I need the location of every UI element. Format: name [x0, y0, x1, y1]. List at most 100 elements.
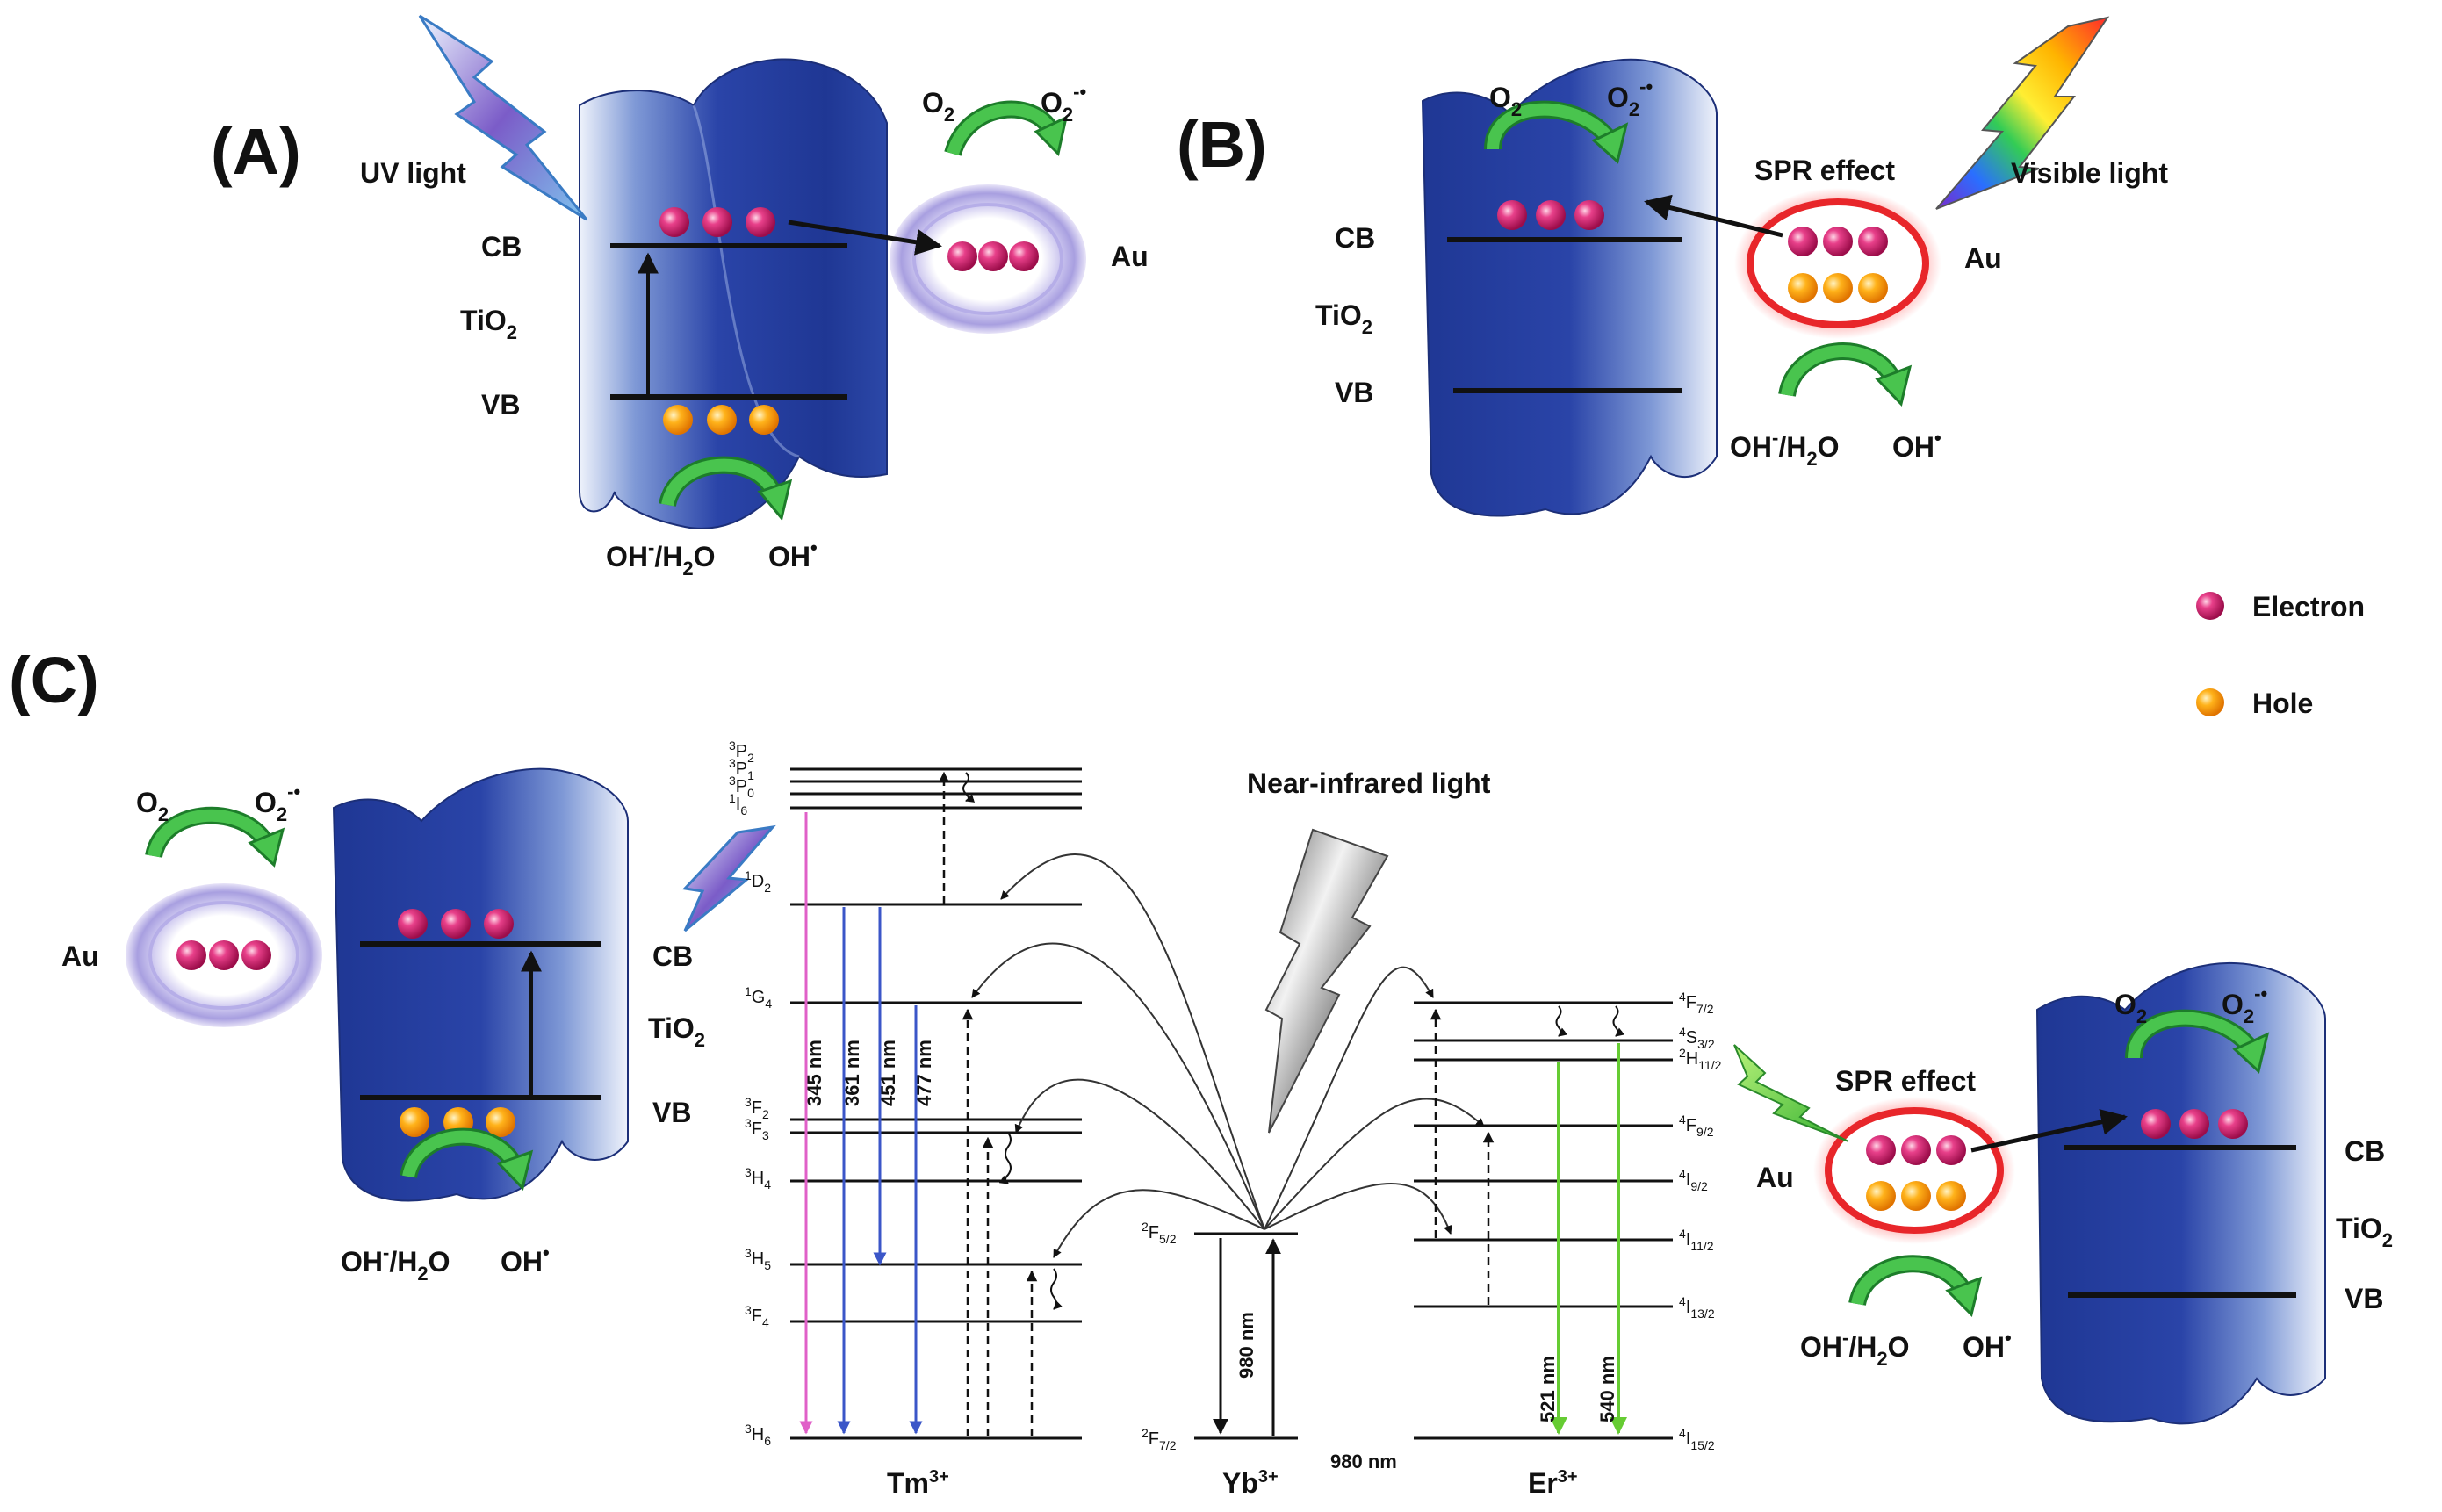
uv-light-label: UV light [360, 157, 466, 189]
er-levels [1414, 1001, 1673, 1440]
er-excitation-dashed-arrows [1430, 1008, 1495, 1305]
cb-label-c-left: CB [652, 940, 693, 972]
panel-label-c: (C) [9, 644, 99, 716]
superoxide-label-a: O2-• [1041, 81, 1086, 126]
panel-c: (C) CB TiO2 VB Au [9, 644, 2393, 1499]
tm-ion-label: Tm3+ [887, 1467, 949, 1499]
er-level-4i132: 4I13/2 [1679, 1294, 1715, 1321]
o2-label-c-right: O2 [2114, 989, 2147, 1027]
tio2-band-tube-c-right [2035, 962, 2326, 1425]
tm-level-1d2: 1D2 [745, 868, 771, 895]
superoxide-label-b: O2-• [1607, 76, 1653, 120]
yb-ion-label: Yb3+ [1222, 1467, 1279, 1499]
tio2-label-a: TiO2 [460, 305, 517, 343]
oh-radical-label-c-right: OH• [1963, 1327, 2012, 1363]
tm-level-3h6: 3H6 [745, 1422, 771, 1448]
tio2-label-c-right: TiO2 [2336, 1213, 2393, 1251]
energy-transfer-curves [971, 853, 1485, 1258]
au-nanoparticle-b [1734, 188, 1941, 339]
electron-transfer-arrow-b [1644, 194, 1783, 238]
tm-emission-361nm-label: 361 nm [841, 1040, 863, 1106]
au-nanoparticle-c-left [126, 883, 322, 1027]
energy-level-diagram: 3P2 3P1 3P0 1I6 1D2 1G4 3F2 3F3 3H4 3H5 … [729, 738, 1722, 1499]
o2-label-c-left: O2 [136, 787, 169, 825]
au-nanoparticle-a [890, 184, 1086, 334]
panel-a: (A) CB TiO2 VB UV light A [211, 14, 1149, 580]
tm-level-1i6: 1I6 [729, 791, 747, 817]
tio2-band-tube-a [579, 58, 888, 529]
spr-effect-label-b: SPR effect [1754, 155, 1895, 186]
superoxide-label-c-left: O2-• [255, 781, 300, 825]
spr-effect-label-c-right: SPR effect [1835, 1065, 1976, 1097]
au-label-c-left: Au [61, 940, 99, 972]
au-label-a: Au [1111, 241, 1149, 272]
er-nonradiative-relaxation [1555, 1005, 1625, 1037]
er-level-4f92: 4F9/2 [1679, 1112, 1714, 1139]
vb-label-c-right: VB [2345, 1283, 2383, 1314]
tm-emission-451nm-label: 451 nm [877, 1040, 899, 1106]
electrons-cb-b [1497, 200, 1604, 230]
uv-light-bolt [418, 14, 588, 221]
small-uv-bolt-c [681, 824, 776, 932]
yb-level-2f72-label: 2F7/2 [1142, 1426, 1177, 1452]
electron-transfer-arrow-a [788, 220, 942, 256]
tm-level-3h4: 3H4 [745, 1165, 771, 1192]
tio2-label-c-left: TiO2 [648, 1012, 705, 1051]
tio2-band-tube-c-left [332, 767, 629, 1202]
tm-levels [790, 767, 1082, 1440]
tm-level-3f2: 3F2 [745, 1095, 769, 1121]
electrons-cb-c-right [2141, 1109, 2248, 1139]
tm-level-3p1: 3P1 [729, 756, 754, 782]
holes-vb-c-left [400, 1107, 515, 1137]
tm-level-3f3: 3F3 [745, 1116, 769, 1142]
legend-electron-marker [2196, 592, 2224, 620]
tm-nonradiative-relaxation [962, 772, 1063, 1310]
visible-light-bolt [1935, 16, 2110, 210]
er-emission-521nm-label: 521 nm [1537, 1356, 1559, 1422]
oh-h2o-label-c-right: OH-/H2O [1800, 1327, 1909, 1370]
tm-level-3p2: 3P2 [729, 738, 754, 765]
tm-level-3h5: 3H5 [745, 1246, 771, 1272]
legend-hole-marker [2196, 688, 2224, 716]
legend: Electron Hole [2196, 591, 2365, 719]
oh-radical-label-b: OH• [1892, 427, 1941, 463]
er-level-2h112: 2H11/2 [1679, 1046, 1722, 1072]
legend-hole-label: Hole [2252, 688, 2313, 719]
cb-label-b: CB [1335, 222, 1375, 254]
visible-light-label: Visible light [2011, 157, 2168, 189]
yb-980nm-label: 980 nm [1235, 1312, 1257, 1379]
tio2-label-b: TiO2 [1315, 299, 1372, 338]
oh-h2o-label-a: OH-/H2O [606, 536, 715, 580]
tm-emission-477nm-label: 477 nm [913, 1040, 935, 1106]
tm-excitation-dashed-arrows [938, 771, 1038, 1436]
er-ion-label: Er3+ [1528, 1467, 1578, 1499]
near-infrared-light-bolt [1264, 828, 1389, 1134]
cb-label-c-right: CB [2345, 1135, 2385, 1167]
yb-level-2f52-label: 2F5/2 [1142, 1220, 1177, 1246]
oh-radical-label-a: OH• [768, 536, 818, 572]
panel-label-a: (A) [211, 115, 301, 188]
tm-emission-345nm-label: 345 nm [803, 1040, 825, 1106]
au-label-c-right: Au [1756, 1162, 1794, 1193]
er-level-4i152: 4I15/2 [1679, 1426, 1715, 1452]
tm-level-3p0: 3P0 [729, 774, 754, 800]
er-level-4i92: 4I9/2 [1679, 1167, 1708, 1193]
oh-h2o-label-b: OH-/H2O [1730, 427, 1839, 470]
electrons-cb-c-left [398, 909, 514, 939]
o2-label-b: O2 [1489, 82, 1522, 120]
vb-label-c-left: VB [652, 1097, 691, 1128]
electron-transfer-arrow-c-right [1970, 1109, 2128, 1153]
bottom-980nm-label: 980 nm [1330, 1451, 1397, 1472]
near-infrared-light-label: Near-infrared light [1247, 767, 1491, 799]
er-level-4i112: 4I11/2 [1679, 1227, 1714, 1253]
o2-label-a: O2 [922, 87, 954, 126]
tm-level-1g4: 1G4 [745, 984, 772, 1011]
oh-radical-label-c-left: OH• [501, 1242, 550, 1278]
cb-label-a: CB [481, 231, 522, 263]
green-light-bolt [1733, 1044, 1849, 1142]
panel-label-b: (B) [1177, 108, 1267, 181]
holes-vb-a [663, 405, 779, 435]
panel-b: (B) CB TiO2 VB O2 O2-• SPR effect [1177, 16, 2168, 517]
vb-label-b: VB [1335, 377, 1373, 408]
